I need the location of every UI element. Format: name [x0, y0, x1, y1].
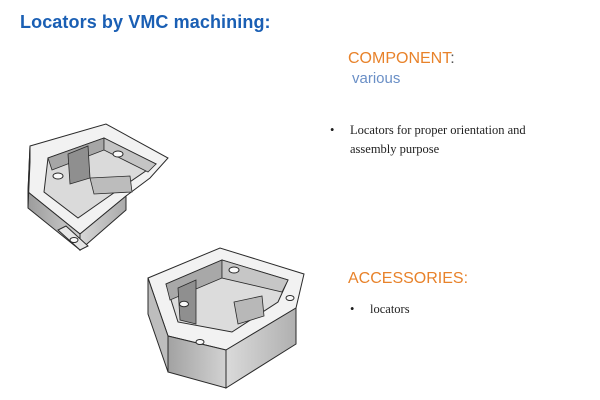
- locator-part-upper-image: [27, 123, 169, 252]
- component-value: various: [352, 70, 401, 87]
- accessories-bullet-text: locators: [370, 302, 410, 316]
- bullet-marker: •: [350, 302, 355, 316]
- component-heading-colon: :: [450, 50, 455, 67]
- component-bullet-line-2: assembly purpose: [350, 142, 440, 156]
- slide-title: Locators by VMC machining:: [20, 12, 271, 32]
- component-heading: COMPONENT:: [348, 50, 455, 68]
- component-bullet-line-1: Locators for proper orientation and: [350, 123, 526, 137]
- accessories-heading: ACCESSORIES:: [348, 270, 469, 287]
- component-heading-label: COMPONENT: [348, 50, 451, 67]
- accessories-bullet: • locators: [350, 300, 550, 320]
- locator-part-lower-image: [147, 247, 305, 389]
- component-bullet: • Locators for proper orientation and as…: [330, 121, 600, 161]
- bullet-marker: •: [330, 123, 335, 137]
